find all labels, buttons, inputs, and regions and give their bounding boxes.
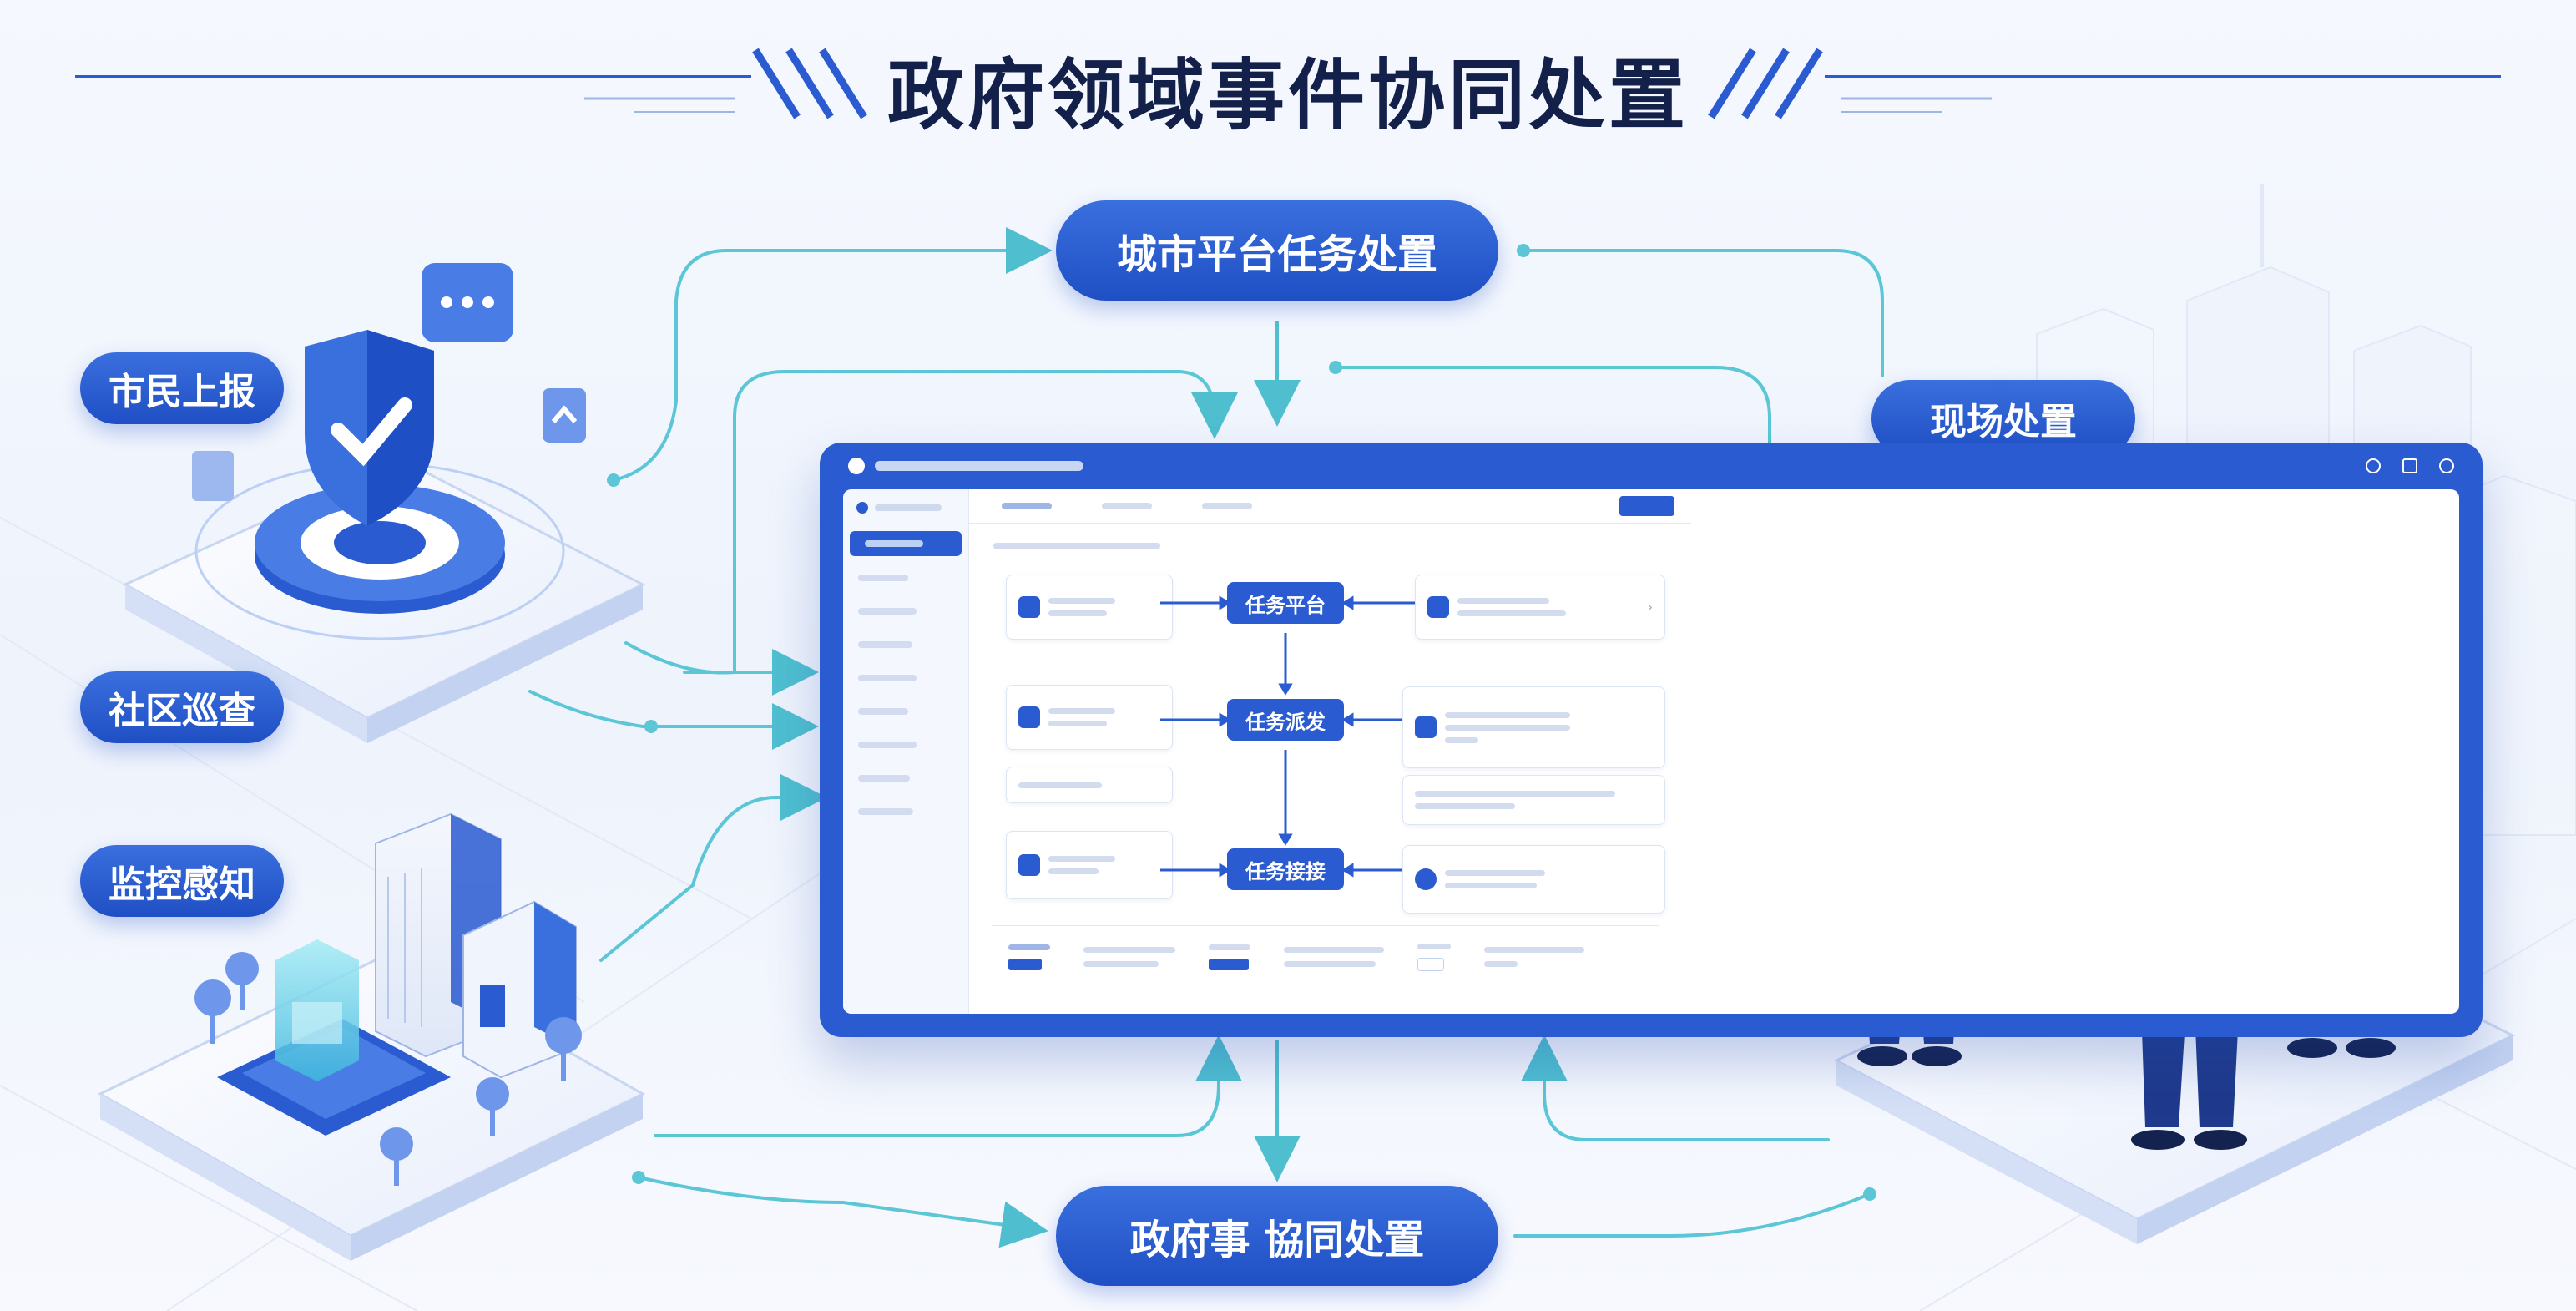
document-icon	[1018, 854, 1040, 876]
sidebar-item[interactable]	[843, 661, 968, 695]
label-citizen-report: 市民上报	[80, 352, 284, 424]
tab[interactable]	[1002, 503, 1052, 509]
screen-card[interactable]	[1006, 575, 1173, 640]
shield-icon	[1018, 596, 1040, 618]
document-icon	[1415, 716, 1437, 738]
flow-node-task-receive[interactable]: 任务接接	[1227, 848, 1344, 890]
stage-gov-collab: 政府事 協同处置	[1056, 1186, 1498, 1286]
title-decoration-right	[1708, 48, 2501, 119]
monitoring-illustration	[97, 812, 646, 1261]
label-community-patrol: 社区巡查	[80, 671, 284, 743]
section-header-placeholder	[993, 543, 1160, 549]
title-decoration-left	[75, 48, 867, 119]
footer-button[interactable]	[1008, 958, 1042, 970]
sidebar-item[interactable]	[843, 628, 968, 661]
screen-card[interactable]	[1402, 845, 1665, 914]
sidebar-item[interactable]	[843, 561, 968, 595]
window-icon	[2402, 458, 2417, 473]
sidebar-header-placeholder	[875, 504, 942, 511]
sidebar-item[interactable]	[843, 728, 968, 762]
logo-icon	[856, 502, 868, 514]
gear-icon	[1415, 868, 1437, 890]
sidebar-item[interactable]	[843, 595, 968, 628]
tree-icon	[194, 952, 582, 1186]
settings-icon	[2366, 458, 2381, 473]
monitor-titlebar	[820, 443, 2483, 489]
logo-icon	[848, 458, 865, 474]
chevron-up-icon	[543, 388, 586, 443]
user-icon	[2439, 458, 2454, 473]
document-icon	[192, 451, 234, 501]
screen-sidebar	[843, 489, 969, 1014]
shield-check-icon	[305, 330, 434, 526]
footer-button[interactable]	[1417, 957, 1444, 971]
page-title: 政府领域事件协同处置	[886, 51, 1689, 140]
flow-node-task-dispatch[interactable]: 任务派发	[1227, 699, 1344, 741]
screen-card[interactable]	[1402, 775, 1665, 825]
tab[interactable]	[1202, 503, 1252, 509]
stage-city-platform: 城市平台任务处置	[1056, 200, 1498, 301]
label-monitoring: 监控感知	[80, 845, 284, 917]
chat-bubble-icon	[422, 263, 513, 342]
footer-button[interactable]	[1209, 958, 1249, 970]
screen-tabs	[968, 489, 1691, 524]
screen-card[interactable]: ›	[1415, 575, 1665, 640]
sidebar-item[interactable]	[850, 531, 962, 556]
citizen-report-illustration	[122, 263, 646, 743]
action-button[interactable]	[1619, 496, 1674, 516]
sidebar-item[interactable]	[843, 695, 968, 728]
screen-card[interactable]	[1006, 685, 1173, 750]
screen-card[interactable]	[1402, 686, 1665, 768]
screen-footer	[992, 925, 1659, 988]
flow-node-task-platform[interactable]: 任务平台	[1227, 582, 1344, 624]
sidebar-header	[843, 489, 968, 526]
tab[interactable]	[1102, 503, 1152, 509]
sidebar-item[interactable]	[843, 762, 968, 795]
screen-flow-arrows	[1160, 595, 1423, 878]
sidebar-item[interactable]	[843, 795, 968, 828]
shield-icon	[1427, 596, 1449, 618]
chevron-right-icon[interactable]: ›	[1648, 600, 1653, 615]
screen-card[interactable]	[1006, 767, 1173, 803]
document-icon	[1018, 706, 1040, 728]
screen-card[interactable]	[1006, 831, 1173, 899]
monitor-title-placeholder	[875, 461, 1083, 471]
